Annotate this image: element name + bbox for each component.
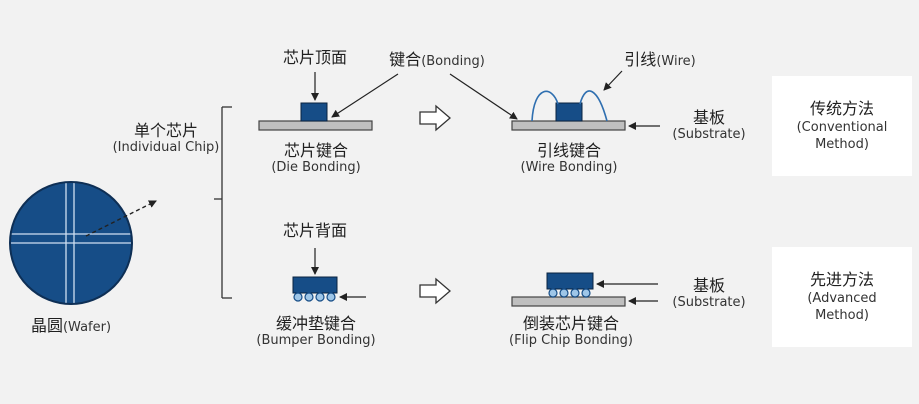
flip-chip-bonding-illustration: [511, 272, 626, 307]
die-bonding-cn: 芯片键合: [283, 141, 348, 160]
die-bonding-illustration: [258, 102, 373, 131]
die-bonding-en: (Die Bonding): [271, 160, 361, 175]
advanced-cn: 先进方法: [809, 270, 874, 289]
wafer-to-chip-arrow: [85, 200, 157, 237]
wire-label-cn: 引线: [624, 50, 657, 69]
bumper-bonding-en: (Bumper Bonding): [256, 333, 376, 348]
bonding-arrow-wire: [449, 73, 518, 120]
wire-bonding-cn: 引线键合: [536, 141, 602, 160]
substrate-bottom-en: (Substrate): [672, 295, 746, 310]
bonding-label-cn: 键合: [389, 50, 422, 69]
split-bracket: [214, 106, 232, 299]
individual-chip-cn: 单个芯片: [133, 121, 198, 140]
wire-bonding-label: 引线键合 (Wire Bonding): [521, 141, 618, 176]
wafer-icon: [9, 181, 133, 305]
substrate-top-en: (Substrate): [672, 127, 746, 142]
wire-bonding-en: (Wire Bonding): [520, 160, 618, 175]
individual-chip-label: 单个芯片 (Individual Chip): [113, 121, 220, 156]
conventional-en-1: (Conventional: [796, 120, 888, 135]
bonding-arrow-die: [331, 73, 399, 118]
flip-chip-bonding-en: (Flip Chip Bonding): [508, 333, 634, 348]
substrate-top-cn: 基板: [692, 108, 726, 127]
wire-bonding-illustration: [511, 90, 626, 131]
bonding-label-en: (Bonding): [421, 54, 485, 69]
bonding-label: 键合(Bonding): [389, 50, 485, 69]
flip-chip-bonding-cn: 倒装芯片键合: [522, 314, 620, 333]
chip-top-label: 芯片顶面: [282, 48, 348, 67]
bumper-bonding-cn: 缓冲垫键合: [275, 314, 357, 333]
flip-chip-bonding-label: 倒装芯片键合 (Flip Chip Bonding): [509, 314, 633, 349]
advanced-en-1: (Advanced: [807, 291, 877, 306]
bumper-bonding-illustration: [292, 276, 338, 302]
substrate-label-bottom: 基板 (Substrate): [672, 276, 745, 311]
conventional-method-box: 传统方法 (Conventional Method): [772, 76, 912, 176]
process-arrow-top: [419, 104, 451, 132]
wire-arrow: [603, 70, 623, 91]
conventional-cn: 传统方法: [809, 99, 874, 118]
substrate-bottom-cn: 基板: [692, 276, 726, 295]
advanced-en-2: Method): [815, 308, 869, 323]
wafer-label: 晶圆(Wafer): [31, 316, 111, 335]
wafer-label-en: (Wafer): [62, 320, 112, 335]
individual-chip-en: (Individual Chip): [112, 140, 220, 155]
chip-back-label: 芯片背面: [282, 221, 348, 240]
bumper-bonding-label: 缓冲垫键合 (Bumper Bonding): [256, 314, 375, 349]
substrate-label-top: 基板 (Substrate): [672, 108, 745, 143]
wire-label: 引线(Wire): [624, 50, 695, 69]
advanced-method-box: 先进方法 (Advanced Method): [772, 247, 912, 347]
wafer-label-cn: 晶圆: [30, 316, 63, 335]
die-bonding-label: 芯片键合 (Die Bonding): [271, 141, 360, 176]
wire-label-en: (Wire): [656, 54, 696, 69]
process-arrow-bottom: [419, 277, 451, 305]
conventional-en-2: Method): [815, 137, 869, 152]
